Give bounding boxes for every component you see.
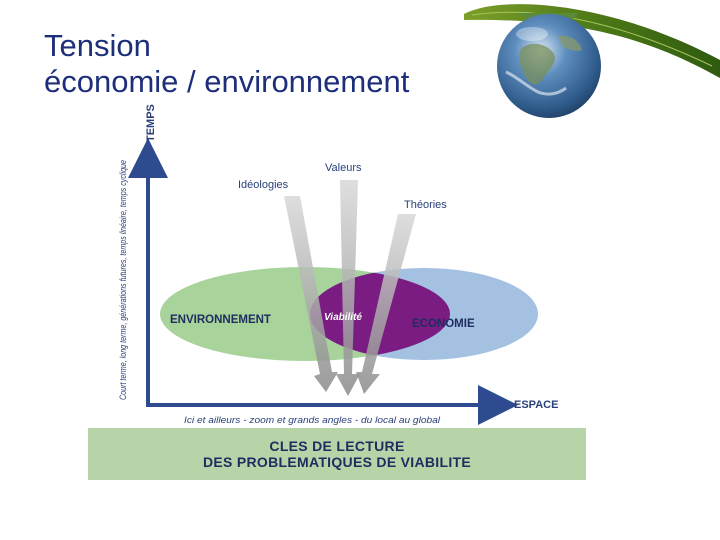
economy-label: ECONOMIE	[412, 318, 475, 330]
time-axis-sublabel: Court terme, long terme, générations fut…	[118, 160, 128, 400]
theories-arrow	[356, 214, 416, 394]
slide-title: Tension économie / environnement	[44, 28, 409, 100]
banner-line-1: CLES DE LECTURE	[269, 438, 405, 454]
leaf-shape	[464, 4, 720, 78]
time-axis-label: TEMPS	[145, 104, 157, 142]
viability-intersection	[310, 268, 450, 360]
values-label: Valeurs	[325, 162, 362, 174]
ideologies-arrow	[284, 196, 338, 392]
values-arrow	[336, 180, 360, 396]
space-axis-sublabel: Ici et ailleurs - zoom et grands angles …	[184, 415, 441, 425]
space-axis-label: ESPACE	[514, 399, 558, 411]
title-line-2: économie / environnement	[44, 64, 410, 99]
globe-drop-icon	[464, 4, 720, 118]
theories-label: Théories	[404, 199, 447, 211]
environment-label: ENVIRONNEMENT	[170, 314, 271, 326]
banner-line-2: DES PROBLEMATIQUES DE VIABILITE	[202, 454, 472, 470]
ideologies-label: Idéologies	[238, 179, 289, 191]
viability-label: Viabilité	[324, 312, 362, 323]
reading-keys-banner: CLES DE LECTURE DES PROBLEMATIQUES DE VI…	[88, 428, 586, 480]
title-line-1: Tension	[44, 28, 151, 63]
